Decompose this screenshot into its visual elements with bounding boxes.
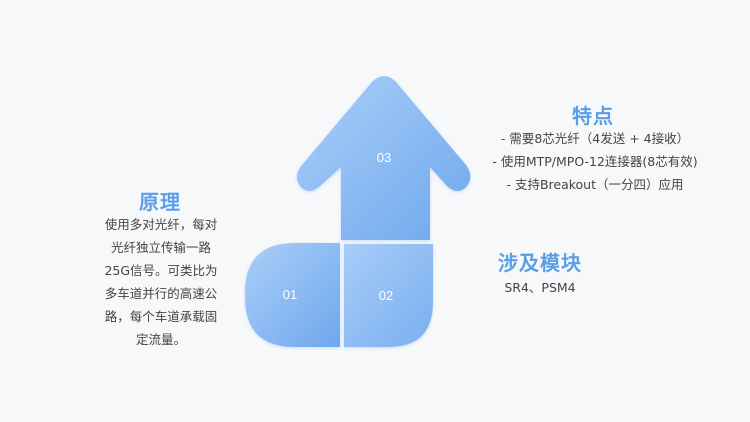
principle-line: 光纤独立传输一路 [110,240,211,255]
features-list: - 需要8芯光纤（4发送 + 4接收） - 使用MTP/MPO-12连接器(8芯… [470,127,720,196]
principle-text: 使用多对光纤，每对 光纤独立传输一路 25G信号。可类比为 多车道并行的高速公 … [88,213,234,351]
feature-item: - 需要8芯光纤（4发送 + 4接收） [500,131,690,146]
block-03-arrow [296,76,471,240]
block-02 [344,244,433,347]
block-02-label: 02 [378,288,394,303]
modules-text: SR4、PSM4 [504,280,576,295]
block-01-label: 01 [282,287,298,302]
block-03-label: 03 [376,150,392,165]
principle-line: 多车道并行的高速公 [104,286,218,301]
block-01 [245,243,340,347]
principle-line: 使用多对光纤，每对 [104,217,218,232]
principle-line: 路，每个车道承载固 [104,309,218,324]
features-title: 特点 [572,104,614,128]
principle-line: 25G信号。可类比为 [104,263,218,278]
modules-title: 涉及模块 [498,251,582,275]
principle-title: 原理 [139,190,181,214]
feature-item: - 支持Breakout（一分四）应用 [506,177,684,192]
principle-line: 定流量。 [135,332,186,347]
feature-item: - 使用MTP/MPO-12连接器(8芯有效) [492,154,698,169]
